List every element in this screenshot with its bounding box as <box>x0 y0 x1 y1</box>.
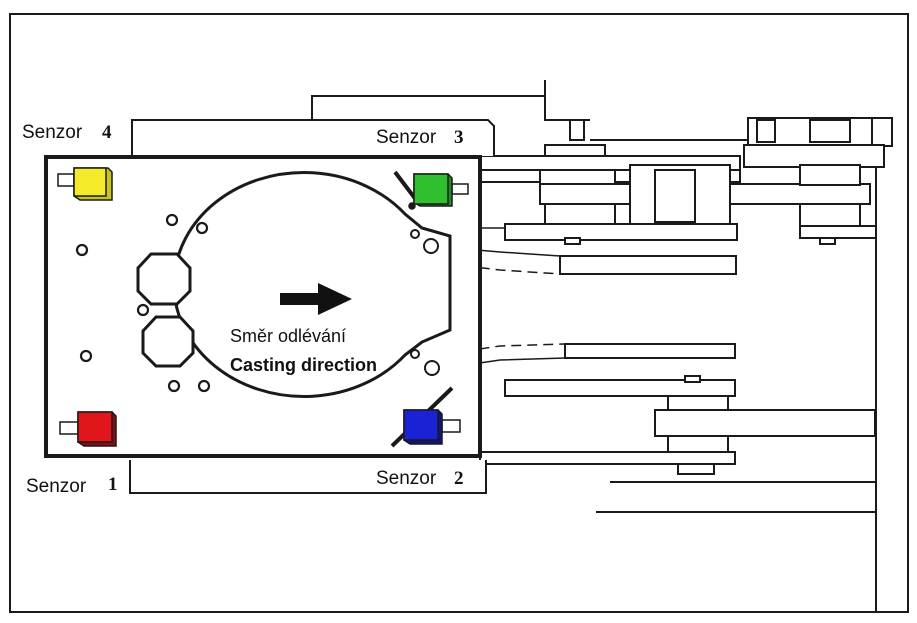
sensor-3-label: Senzor <box>376 127 437 148</box>
sensor-2-body <box>403 409 439 441</box>
sensor-4-number: 4 <box>102 122 112 143</box>
mounting-holes <box>75 213 211 393</box>
sensor-1-body <box>77 411 113 443</box>
sensor-1-label: Senzor <box>26 476 87 497</box>
sensor-brackets <box>129 119 495 494</box>
sensor-4-block <box>57 167 113 201</box>
arrow-right-icon <box>280 283 352 315</box>
upper-mechanism <box>311 80 893 612</box>
sensor-1-number: 1 <box>108 474 118 495</box>
sensor-3-body <box>413 173 449 205</box>
sensor-4-label: Senzor <box>22 122 83 143</box>
sensor-1-block <box>59 411 117 447</box>
direction-label-english: Casting direction <box>230 355 377 375</box>
direction-label-czech: Směr odlévání <box>230 326 346 346</box>
sensor-3-block <box>393 170 469 210</box>
outer-frame <box>9 13 909 613</box>
sensor-2-number: 2 <box>454 468 464 489</box>
sensor-4-body <box>73 167 107 197</box>
pins <box>410 229 440 376</box>
sensor-2-label: Senzor <box>376 468 437 489</box>
octagon-features <box>136 252 195 368</box>
sensor-2-block <box>390 386 461 448</box>
sensor-3-number: 3 <box>454 127 464 148</box>
lower-mechanism <box>479 343 876 513</box>
